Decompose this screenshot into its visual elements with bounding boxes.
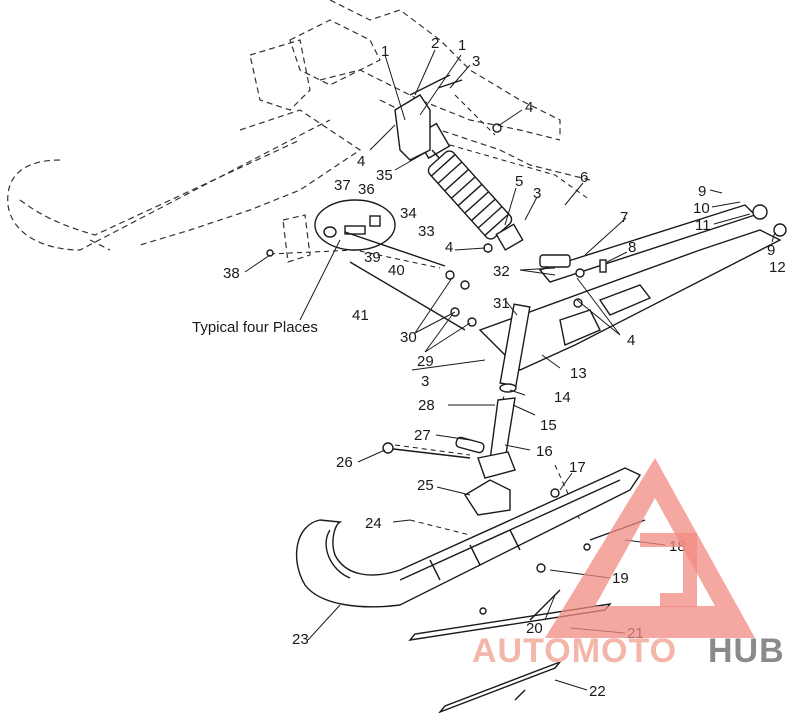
bolt-26 <box>382 442 471 459</box>
callout: 9 <box>698 183 706 200</box>
callout: 36 <box>358 181 375 198</box>
callout: 11 <box>695 217 711 234</box>
callout: 7 <box>620 209 628 226</box>
callout: 29 <box>417 353 434 370</box>
callout: 28 <box>418 397 435 414</box>
watermark-text-hub: HUB <box>708 632 785 670</box>
callout: 3 <box>533 185 541 202</box>
callout: 38 <box>223 265 240 282</box>
hardware-nuts <box>266 123 607 615</box>
callout: 4 <box>627 332 635 349</box>
callout: 3 <box>421 373 429 390</box>
callout: 40 <box>388 262 405 279</box>
callout: 12 <box>769 259 786 276</box>
upper-mount-bracket <box>394 74 463 161</box>
callout: 4 <box>357 153 365 170</box>
mount-plate <box>282 214 311 263</box>
brand-watermark: AUTOMOTO HUB <box>472 458 785 670</box>
callout: 19 <box>612 570 629 587</box>
callout: 32 <box>493 263 510 280</box>
callout: 5 <box>515 173 523 190</box>
callout: 13 <box>570 365 587 382</box>
callout: 2 <box>431 35 439 52</box>
callout: 25 <box>417 477 434 494</box>
callout: 16 <box>536 443 553 460</box>
callout: 24 <box>365 515 382 532</box>
spindle-bracket <box>478 229 782 371</box>
callout: 15 <box>540 417 557 434</box>
callout: 27 <box>414 427 431 444</box>
callout: 22 <box>589 683 606 700</box>
callout: 39 <box>364 249 381 266</box>
callout: 30 <box>400 329 417 346</box>
callout: 34 <box>400 205 417 222</box>
callout: 23 <box>292 631 309 648</box>
watermark-text-auto: AUTOMOTO <box>472 632 677 670</box>
spindle-post <box>477 303 531 479</box>
ski-ghost-outline <box>7 119 331 251</box>
wear-bar <box>408 603 612 713</box>
callout: 33 <box>418 223 435 240</box>
callout: 17 <box>569 459 586 476</box>
callout: 26 <box>336 454 353 471</box>
leader-lines <box>244 49 776 691</box>
callout-labels: 1 2 1 3 4 4 35 5 6 3 37 36 34 33 4 7 8 9… <box>223 35 786 700</box>
callout: 41 <box>352 307 369 324</box>
bolt-27 <box>455 436 485 454</box>
callout: 31 <box>493 295 510 312</box>
callout: 14 <box>554 389 571 406</box>
callout: 4 <box>445 239 453 256</box>
callout: 35 <box>376 167 393 184</box>
pin-assembly <box>314 199 466 331</box>
callout: 4 <box>525 99 533 116</box>
chassis-ghost-outline <box>139 0 591 246</box>
watermark-triangle-logo <box>545 458 755 638</box>
ski <box>295 467 642 608</box>
radius-arm <box>538 204 787 283</box>
callout: 8 <box>628 239 636 256</box>
callout: 9 <box>767 242 775 259</box>
saddle <box>464 479 511 516</box>
callout: 1 <box>381 43 389 60</box>
callout: 3 <box>472 53 480 70</box>
callout: 37 <box>334 177 351 194</box>
callout: 20 <box>526 620 543 637</box>
callout: 1 <box>458 37 466 54</box>
callout: 10 <box>693 200 710 217</box>
callout: 6 <box>580 169 588 186</box>
note-typical-four-places: Typical four Places <box>192 319 318 336</box>
